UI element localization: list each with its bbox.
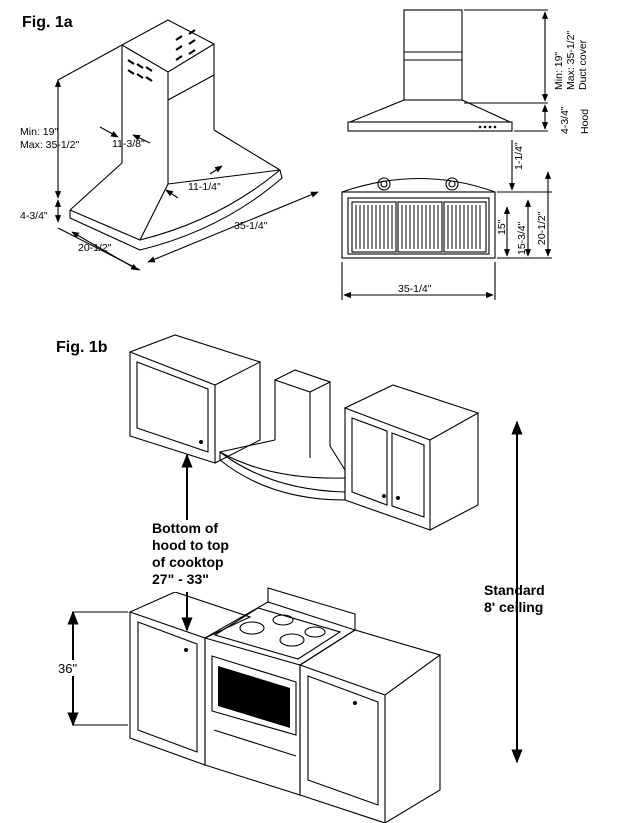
range-hood	[218, 369, 346, 501]
oven-window	[218, 666, 290, 728]
clearance-label-3: of cooktop	[152, 554, 224, 570]
duct-depth-arrow-b	[209, 165, 223, 175]
burner-icon	[239, 621, 265, 635]
perspective-hood: Min: 19" Max: 35-1/2" 11-3/8" 11-1/4" 4-…	[20, 19, 319, 271]
light-left-icon	[377, 177, 391, 191]
perspective-duct-width: 11-3/8"	[112, 138, 145, 150]
clearance-label-bg	[148, 520, 244, 592]
ceiling-label-1: Standard	[484, 582, 545, 598]
duct-top	[120, 19, 216, 73]
counter-height: 36"	[58, 661, 77, 676]
left-upper-cabinet	[128, 334, 262, 464]
kitchen-scene: Bottom of hood to top of cooktop 27" - 3…	[58, 334, 545, 823]
perspective-duct-depth: 11-1/4"	[188, 181, 221, 193]
fig-1a-title: Fig. 1a	[22, 14, 73, 31]
counter-height-bg	[58, 660, 88, 676]
duct-vents-right	[175, 29, 196, 61]
burner-icon	[279, 633, 305, 647]
duct-seam	[167, 74, 215, 101]
canopy-rim	[69, 169, 283, 251]
cabinet-knob-icon	[184, 648, 188, 652]
control-button-icon	[483, 125, 487, 129]
front-view-hood: Min: 19" Max: 35-1/2" Duct cover 4-3/4" …	[347, 9, 591, 134]
bottom-filter-frame	[347, 197, 490, 255]
bottom-outline	[341, 191, 496, 259]
front-hood-band	[347, 121, 513, 132]
fig-1b-title: Fig. 1b	[56, 339, 108, 356]
base-right-cabinet	[298, 629, 442, 823]
bottom-view-hood: 1-1/4" 15" 15-3/4" 20-1/2" 35-1/4"	[341, 140, 552, 300]
cabinet-knob-icon	[396, 496, 400, 500]
duct-height-ext	[57, 44, 123, 81]
clearance-range: 27" - 33"	[152, 571, 209, 587]
bottom-filter-depth: 15"	[496, 219, 508, 235]
duct-width-arrow-b	[132, 134, 151, 144]
cabinet-knob-icon	[199, 440, 203, 444]
front-hood-label: Hood	[579, 109, 591, 134]
bottom-width: 35-1/4"	[398, 283, 432, 295]
control-button-icon	[488, 125, 492, 129]
duct-vents-left	[127, 59, 153, 82]
burner-icon	[272, 614, 294, 626]
front-hood-height: 4-3/4"	[559, 106, 571, 134]
clearance-label-2: hood to top	[152, 537, 229, 553]
cabinet-knob-icon	[353, 701, 357, 705]
bottom-edge-depth: 1-1/4"	[513, 142, 525, 170]
bottom-total-depth: 20-1/2"	[536, 211, 548, 245]
range-stove	[203, 587, 357, 796]
bottom-inner-depth: 15-3/4"	[516, 221, 528, 255]
right-upper-cabinet	[343, 384, 480, 531]
perspective-duct-min: Min: 19"	[20, 126, 58, 138]
perspective-hood-depth: 20-1/2"	[78, 242, 112, 254]
ceiling-label-2: 8' ceiling	[484, 599, 543, 615]
clearance-label-1: Bottom of	[152, 520, 218, 536]
baffle-filters	[351, 201, 487, 253]
light-right-inner-icon	[448, 180, 456, 188]
burner-icon	[304, 626, 326, 638]
cabinet-knob-icon	[382, 494, 386, 498]
bottom-back-curve	[341, 178, 496, 193]
front-duct-cover-label: Duct cover	[577, 39, 589, 90]
duct-width-arrow-a	[99, 126, 119, 138]
perspective-hood-width: 35-1/4"	[234, 220, 268, 232]
duct-edges	[121, 44, 215, 184]
light-left-inner-icon	[380, 180, 388, 188]
perspective-duct-max: Max: 35-1/2"	[20, 139, 79, 151]
front-duct-min: Min: 19"	[553, 52, 565, 90]
control-button-icon	[493, 125, 497, 129]
front-duct-cover	[403, 9, 463, 101]
hood-width-dim	[147, 191, 319, 263]
light-right-icon	[445, 177, 459, 191]
hood-depth-dim	[71, 231, 139, 271]
control-button-icon	[478, 125, 482, 129]
front-duct-max: Max: 35-1/2"	[565, 31, 577, 90]
perspective-hood-height: 4-3/4"	[20, 210, 48, 222]
duct-depth-arrow-a	[165, 189, 179, 199]
